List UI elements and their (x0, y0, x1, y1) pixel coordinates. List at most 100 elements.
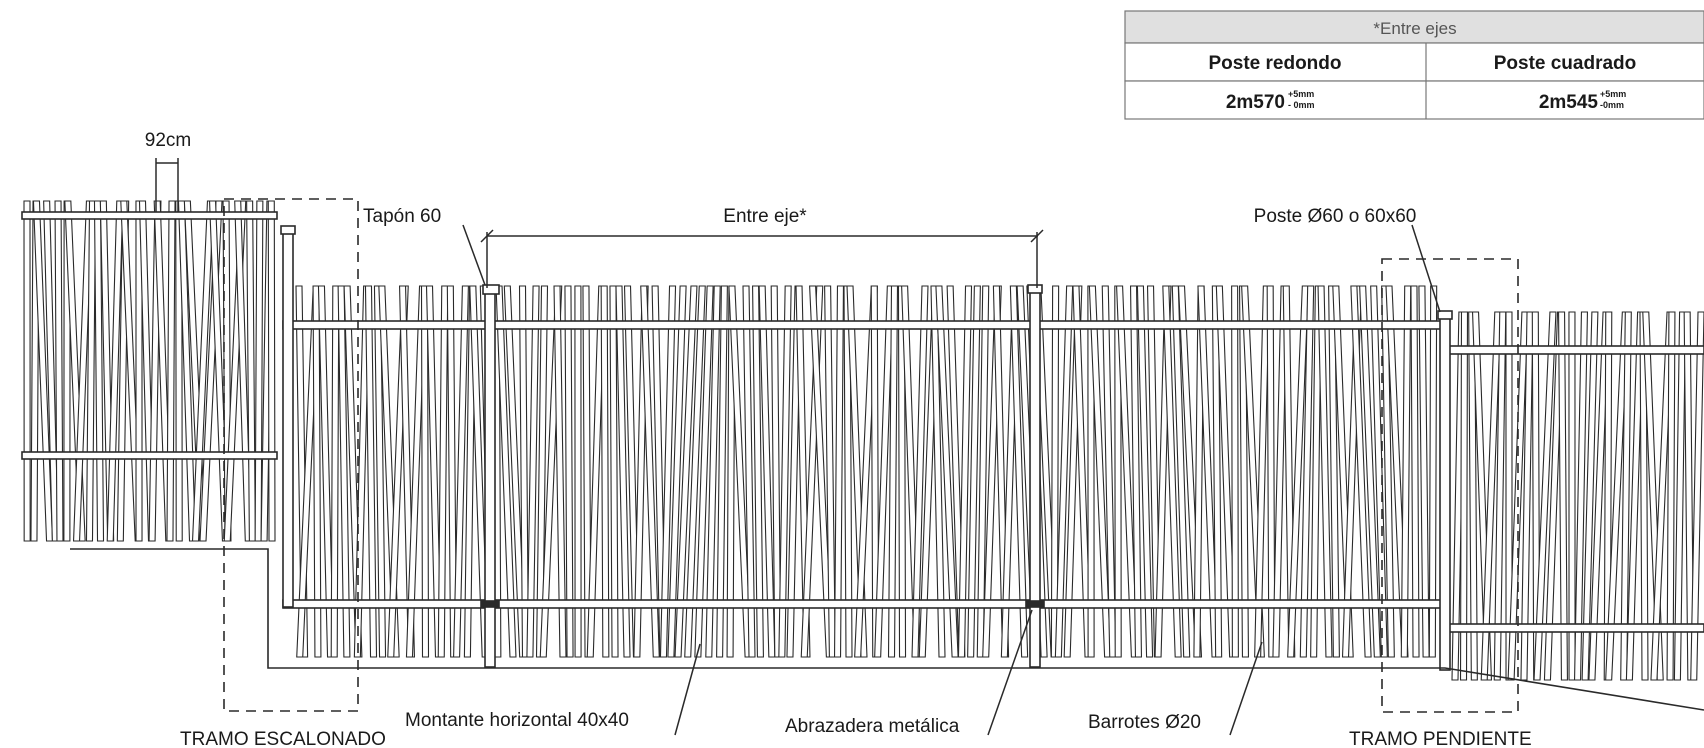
fence-bar (674, 285, 698, 658)
cap-2 (1027, 284, 1043, 294)
fence-bar (1558, 311, 1568, 681)
table-value-row (1124, 80, 1704, 120)
cap-step (280, 225, 296, 235)
stepped-section-label: TRAMO ESCALONADO (180, 729, 386, 748)
clamp-label: Abrazadera metálica (785, 716, 960, 737)
slope-section-label: TRAMO PENDIENTE (1349, 729, 1532, 748)
fence-bar (453, 285, 469, 658)
col-round-post-name: Poste redondo (1208, 53, 1341, 74)
fence-bar (1573, 311, 1589, 681)
rail-main-top (282, 320, 1447, 330)
col-round-post-value: 2m570 (1226, 92, 1285, 113)
fence-section-upper (23, 200, 276, 542)
fence-bar (267, 200, 276, 542)
fence-bar (1009, 285, 1029, 658)
rail-upper-bottom (21, 451, 278, 460)
fence-bar (1359, 285, 1381, 658)
fence-bar (911, 285, 929, 658)
post-step (282, 232, 294, 608)
fence-bar (705, 285, 721, 658)
table-header-text: *Entre ejes (1373, 19, 1456, 38)
fence-bar (1690, 311, 1704, 681)
fence-structure (21, 211, 1704, 671)
fence-bar (615, 285, 631, 658)
spec-table: *Entre ejes Poste redondo Poste cuadrado… (1124, 10, 1704, 120)
fence-bar (600, 285, 610, 658)
rail-label: Montante horizontal 40x40 (405, 710, 629, 731)
fence-bar (967, 285, 981, 658)
post-3 (1439, 317, 1451, 671)
fence-section-slope (1451, 311, 1704, 681)
fence-bar (23, 200, 31, 542)
col-square-post-value: 2m545 (1539, 92, 1599, 113)
fence-bar (833, 285, 845, 658)
rail-upper-top (21, 211, 278, 220)
fence-bar (337, 285, 351, 658)
fence-section-main (295, 285, 1438, 658)
fence-bar (742, 285, 756, 658)
fence-bar (684, 285, 706, 658)
fence-bar (1533, 311, 1557, 681)
fence-bar (312, 285, 322, 658)
col-square-post-name: Poste cuadrado (1494, 53, 1637, 74)
fence-bar (778, 285, 792, 658)
fence-bar (1459, 311, 1469, 681)
fence-bar (887, 285, 899, 658)
fence-bar (1054, 285, 1074, 658)
clamp-2 (480, 600, 500, 608)
fence-bar (1400, 285, 1412, 658)
fence-bar (1129, 285, 1143, 658)
fence-bar (574, 285, 582, 658)
fence-bar (667, 285, 687, 658)
col-square-tol-minus: -0mm (1600, 100, 1624, 110)
fence-bar (364, 285, 378, 658)
fence-bar (1673, 311, 1687, 681)
fence-bar (609, 285, 619, 658)
post-1 (484, 291, 496, 668)
fence-bar (437, 285, 449, 658)
rail-slope-bottom (1447, 623, 1704, 633)
fence-bar (54, 200, 64, 542)
fence-bar (694, 285, 714, 658)
col-round-tol-minus: - 0mm (1288, 100, 1315, 110)
fence-bar (1136, 285, 1154, 658)
fence-bar (957, 285, 973, 658)
fence-bar (659, 285, 677, 658)
fence-bar (1370, 285, 1388, 658)
table-header-cell (1124, 10, 1704, 44)
bars-label: Barrotes Ø20 (1088, 712, 1201, 733)
spacing-label: 92cm (145, 130, 191, 151)
cap-3 (1437, 310, 1453, 320)
fence-bar (495, 285, 517, 658)
fence-bar (640, 285, 660, 658)
axis-label: Entre eje* (723, 206, 807, 227)
fence-bar (526, 285, 540, 658)
clamp (1025, 600, 1045, 608)
fence-bar (1428, 285, 1438, 658)
fence-bar (420, 285, 430, 658)
slope-section-box (1381, 258, 1519, 713)
fence-bar (1410, 285, 1420, 658)
axis-dimension (480, 229, 1044, 288)
fence-bar (1231, 285, 1239, 658)
fence-bar (564, 285, 574, 658)
fence-bar (553, 285, 567, 658)
cap-1 (482, 284, 500, 295)
fence-bar (166, 200, 176, 542)
table-name-row (1124, 42, 1704, 82)
fence-bar (1162, 285, 1182, 658)
ground-line (70, 548, 1704, 711)
fence-bar (1317, 285, 1333, 658)
fence-bar (1480, 311, 1502, 681)
fence-bar (1581, 311, 1599, 681)
fence-bar (1171, 285, 1191, 658)
leader-lines (462, 224, 1441, 736)
rail-slope-top (1447, 345, 1704, 355)
fence-bar (1666, 311, 1676, 681)
fence-bar (752, 285, 764, 658)
fence-bar (1493, 311, 1507, 681)
fence-bar (1287, 285, 1309, 658)
spacing-dimension (155, 158, 179, 212)
fence-bar (930, 285, 946, 658)
fence-bar (1299, 285, 1315, 658)
